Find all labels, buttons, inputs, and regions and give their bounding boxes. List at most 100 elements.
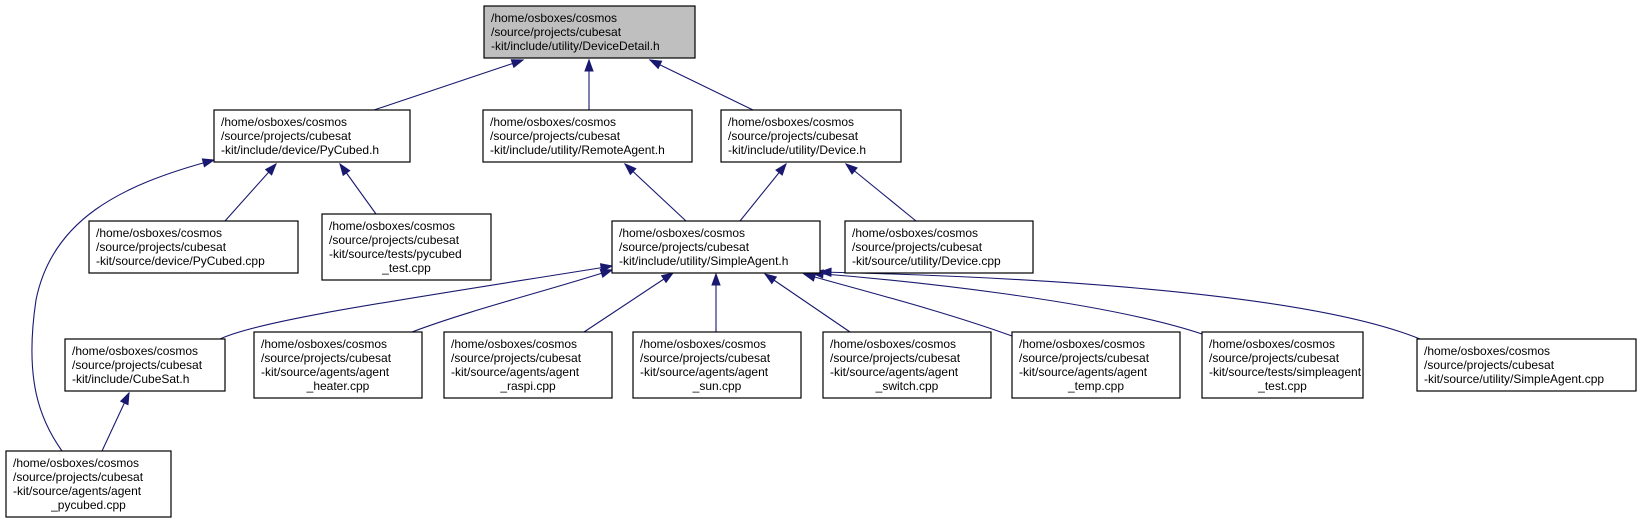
node-box[interactable]: [482, 109, 693, 163]
node-label-line: /source/projects/cubesat: [451, 351, 582, 365]
node-box[interactable]: [88, 220, 299, 274]
node-label-line: /source/projects/cubesat: [1209, 351, 1340, 365]
edge-line: [739, 163, 787, 222]
edge-remoteagent_h-to-devicedetail_h: [584, 58, 594, 110]
node-box[interactable]: [1416, 338, 1637, 392]
arrow-head-icon: [119, 391, 130, 406]
node-label-line: /source/projects/cubesat: [329, 233, 460, 247]
node-agent-sun-cpp[interactable]: /home/osboxes/cosmos/source/projects/cub…: [632, 331, 802, 399]
node-label-line: /source/projects/cubesat: [96, 240, 227, 254]
node-device-cpp[interactable]: /home/osboxes/cosmos/source/projects/cub…: [844, 220, 1034, 274]
node-label-line: /source/projects/cubesat: [72, 358, 203, 372]
node-label-line: _test.cpp: [381, 261, 431, 275]
node-remoteagent-h[interactable]: /home/osboxes/cosmos/source/projects/cub…: [482, 109, 693, 163]
edge-pycubed_test_cpp-to-pycubed_h: [339, 162, 377, 215]
edge-agent_pycubed_cpp-to-cubesat_h: [101, 391, 130, 452]
node-label-line: -kit/source/agents/agent: [1019, 365, 1148, 379]
node-pycubed-h[interactable]: /home/osboxes/cosmos/source/projects/cub…: [213, 109, 411, 163]
node-simpleagent-cpp[interactable]: /home/osboxes/cosmos/source/projects/cub…: [1416, 338, 1637, 392]
node-box[interactable]: [443, 331, 613, 399]
arrow-head-icon: [599, 269, 614, 279]
node-label-line: /source/projects/cubesat: [13, 470, 144, 484]
node-label-line: /home/osboxes/cosmos: [490, 115, 616, 129]
node-box[interactable]: [632, 331, 802, 399]
node-box[interactable]: [253, 331, 423, 399]
node-box[interactable]: [321, 213, 492, 281]
edge-line: [764, 273, 851, 333]
node-label-line: -kit/include/utility/SimpleAgent.h: [619, 254, 788, 268]
node-label-line: /home/osboxes/cosmos: [640, 337, 766, 351]
node-label-line: /source/projects/cubesat: [221, 129, 352, 143]
node-label-line: _raspi.cpp: [499, 379, 556, 393]
node-box[interactable]: [844, 220, 1034, 274]
arrow-head-icon: [623, 163, 637, 176]
node-label-line: /home/osboxes/cosmos: [451, 337, 577, 351]
node-label-line: /source/projects/cubesat: [728, 129, 859, 143]
node-label-line: /home/osboxes/cosmos: [1209, 337, 1335, 351]
node-label-line: -kit/source/tests/pycubed: [329, 247, 462, 261]
node-devicedetail-h[interactable]: /home/osboxes/cosmos/source/projects/cub…: [483, 5, 696, 59]
node-label-line: /home/osboxes/cosmos: [619, 226, 745, 240]
node-pycubed-cpp[interactable]: /home/osboxes/cosmos/source/projects/cub…: [88, 220, 299, 274]
edge-line: [583, 272, 674, 333]
node-label-line: -kit/include/utility/Device.h: [728, 143, 866, 157]
edge-line: [219, 265, 613, 340]
node-label-line: _heater.cpp: [306, 379, 370, 393]
node-cubesat-h[interactable]: /home/osboxes/cosmos/source/projects/cub…: [64, 338, 226, 392]
node-agent-pycubed-cpp[interactable]: /home/osboxes/cosmos/source/projects/cub…: [5, 450, 172, 518]
node-agent-switch-cpp[interactable]: /home/osboxes/cosmos/source/projects/cub…: [822, 331, 992, 399]
node-simpleagent-h[interactable]: /home/osboxes/cosmos/source/projects/cub…: [611, 220, 821, 274]
arrow-head-icon: [264, 162, 277, 176]
edge-line: [624, 163, 687, 222]
arrow-head-icon: [201, 158, 216, 168]
edge-agent_temp_cpp-to-simpleagent_h: [802, 272, 1013, 337]
node-label-line: /source/projects/cubesat: [852, 240, 983, 254]
arrow-head-icon: [763, 273, 778, 285]
node-pycubed-test-cpp[interactable]: /home/osboxes/cosmos/source/projects/cub…: [321, 213, 492, 281]
node-label-line: -kit/source/agents/agent: [830, 365, 959, 379]
edge-line: [224, 163, 277, 222]
edge-device_cpp-to-device_h: [844, 163, 917, 222]
node-label-line: /home/osboxes/cosmos: [261, 337, 387, 351]
node-label-line: /source/projects/cubesat: [1019, 351, 1150, 365]
node-label-line: -kit/source/utility/Device.cpp: [852, 254, 1001, 268]
node-label-line: /source/projects/cubesat: [261, 351, 392, 365]
arrow-head-icon: [818, 267, 832, 277]
node-label-line: _switch.cpp: [875, 379, 939, 393]
node-label-line: -kit/source/agents/agent: [640, 365, 769, 379]
arrow-head-icon: [339, 162, 351, 177]
node-box[interactable]: [5, 450, 172, 518]
edge-line: [649, 59, 754, 111]
node-box[interactable]: [822, 331, 992, 399]
node-box[interactable]: [1011, 331, 1181, 399]
node-label-line: _sun.cpp: [692, 379, 742, 393]
node-box[interactable]: [483, 5, 696, 59]
node-agent-heater-cpp[interactable]: /home/osboxes/cosmos/source/projects/cub…: [253, 331, 423, 399]
node-label-line: /source/projects/cubesat: [640, 351, 771, 365]
node-label-line: /home/osboxes/cosmos: [329, 219, 455, 233]
arrow-head-icon: [584, 58, 594, 72]
node-box[interactable]: [1201, 331, 1364, 399]
node-device-h[interactable]: /home/osboxes/cosmos/source/projects/cub…: [720, 109, 902, 163]
node-box[interactable]: [64, 338, 226, 392]
node-label-line: /home/osboxes/cosmos: [72, 344, 198, 358]
node-agent-temp-cpp[interactable]: /home/osboxes/cosmos/source/projects/cub…: [1011, 331, 1181, 399]
edge-agent_pycubed_cpp-to-pycubed_h: [31, 158, 216, 452]
node-label-line: /source/projects/cubesat: [1424, 358, 1555, 372]
edge-device_h-to-devicedetail_h: [648, 59, 754, 111]
node-label-line: /source/projects/cubesat: [491, 25, 622, 39]
node-box[interactable]: [611, 220, 821, 274]
arrow-head-icon: [844, 163, 858, 175]
node-box[interactable]: [720, 109, 902, 163]
node-box[interactable]: [213, 109, 411, 163]
arrow-head-icon: [660, 272, 675, 284]
node-label-line: /home/osboxes/cosmos: [830, 337, 956, 351]
node-label-line: /home/osboxes/cosmos: [1424, 344, 1550, 358]
node-label-line: /home/osboxes/cosmos: [491, 11, 617, 25]
node-label-line: -kit/source/agents/agent: [261, 365, 390, 379]
node-label-line: -kit/source/device/PyCubed.cpp: [96, 254, 265, 268]
node-simpleagent-test-cpp[interactable]: /home/osboxes/cosmos/source/projects/cub…: [1201, 331, 1364, 399]
node-agent-raspi-cpp[interactable]: /home/osboxes/cosmos/source/projects/cub…: [443, 331, 613, 399]
node-label-line: -kit/include/utility/DeviceDetail.h: [491, 39, 660, 53]
